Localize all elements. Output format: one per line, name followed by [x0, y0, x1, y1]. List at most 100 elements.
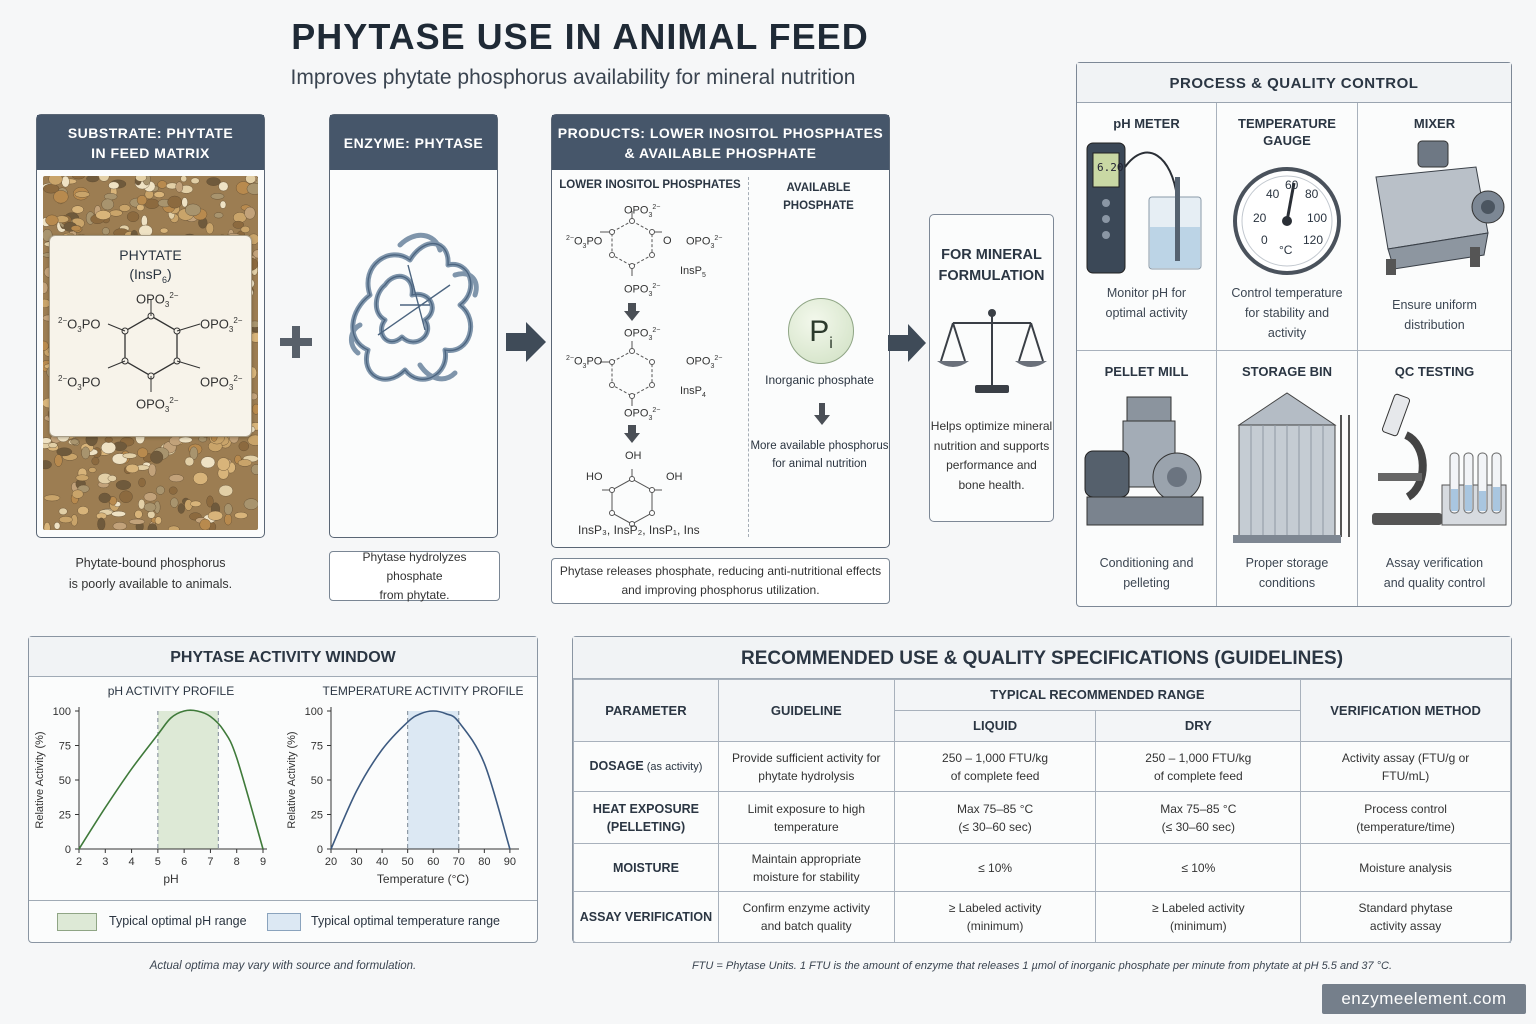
x-tick-label: 70	[453, 856, 465, 868]
feed-grain	[206, 177, 221, 186]
insp5-group-left: 2−O3PO	[566, 235, 603, 250]
feed-grain	[81, 446, 90, 460]
process-quality-panel: PROCESS & QUALITY CONTROL pH METER 6.20 …	[1076, 62, 1512, 607]
mixer-icon	[1375, 140, 1505, 275]
feed-grain	[243, 498, 258, 510]
temperature-activity-chart: TEMPERATURE ACTIVITY PROFILE025507510020…	[286, 684, 524, 886]
feed-grain	[128, 518, 145, 525]
ins-oh-right: OH	[666, 471, 683, 483]
feed-grain	[156, 485, 165, 495]
storage-bin-icon	[1233, 392, 1350, 543]
feed-grain	[167, 195, 182, 209]
gauge-label-100: 100	[1307, 211, 1328, 225]
phytate-molecule-card: PHYTATE (InsP6) OPO32− OPO32− OPO32− OPO…	[49, 235, 252, 437]
gauge-label-60: 60	[1285, 178, 1299, 192]
qc-cell-mixer: MIXER Ensure uniform distribution	[1358, 103, 1511, 351]
feed-grain	[240, 225, 251, 233]
microscope-icon	[1372, 393, 1507, 526]
feed-grain	[190, 177, 200, 185]
feed-grain	[101, 227, 110, 236]
y-axis-label: Relative Activity (%)	[286, 731, 298, 828]
substrate-heading: SUBSTRATE: PHYTATE IN FEED MATRIX	[37, 115, 264, 170]
products-panel: PRODUCTS: LOWER INOSITOL PHOSPHATES & AV…	[551, 114, 890, 548]
x-tick-label: 40	[376, 856, 388, 868]
y-tick-label: 75	[59, 741, 71, 753]
feed-grain	[232, 220, 244, 229]
feed-grain	[224, 513, 233, 526]
insp4-group-left: 2−O3PO	[566, 355, 603, 370]
phytate-structure	[107, 300, 201, 392]
mineral-panel: FOR MINERAL FORMULATION Helps optimize m…	[929, 214, 1054, 522]
feed-grain	[177, 503, 185, 514]
feed-grain	[101, 441, 117, 454]
insp4-group-top: OPO32−	[624, 327, 661, 342]
x-tick-label: 20	[325, 856, 337, 868]
x-tick-label: 8	[234, 856, 240, 868]
qc-cell-qc-testing: QC TESTING Assay verification and qualit…	[1358, 351, 1511, 606]
feed-grain	[119, 490, 133, 503]
chart-title: TEMPERATURE ACTIVITY PROFILE	[323, 684, 524, 698]
ph-reading: 6.20	[1097, 161, 1124, 174]
x-tick-label: 30	[350, 856, 362, 868]
feed-grain	[112, 522, 127, 530]
feed-grain	[98, 492, 111, 504]
feed-grain	[148, 463, 157, 477]
balance-scale-icon	[937, 309, 1047, 393]
feed-grain	[189, 446, 199, 460]
products-divider	[748, 177, 749, 537]
feed-grain	[61, 176, 70, 188]
feed-grain	[58, 507, 68, 516]
inorganic-phosphate-icon: Pi	[788, 298, 854, 364]
feed-grain	[245, 176, 256, 184]
feed-grain	[126, 211, 140, 223]
feed-grain	[168, 525, 180, 530]
feed-grain	[159, 227, 169, 234]
inorganic-phosphate-label: Inorganic phosphate	[765, 373, 874, 387]
feed-grain	[95, 210, 112, 220]
feed-grain	[111, 510, 126, 517]
feed-grain	[98, 176, 110, 182]
feed-grain	[237, 459, 253, 467]
feed-grain	[43, 494, 61, 502]
feed-grain	[71, 489, 84, 499]
activity-note: Actual optima may vary with source and f…	[149, 960, 417, 972]
ins-oh-top: OH	[625, 450, 642, 462]
arrow-right-icon	[506, 322, 546, 362]
x-tick-label: 9	[260, 856, 266, 868]
feed-grain	[109, 209, 123, 217]
x-tick-label: 80	[478, 856, 490, 868]
gauge-label-0: 0	[1261, 233, 1268, 247]
available-phosphate-heading: AVAILABLE PHOSPHATE	[783, 182, 854, 212]
feed-grain	[143, 492, 157, 502]
legend-swatch-temp	[267, 913, 301, 931]
arrow-down-icon	[814, 403, 830, 425]
ph-meter-icon	[1086, 142, 1202, 274]
feed-grain	[219, 200, 227, 209]
activity-curve	[330, 710, 511, 850]
gauge-label-80: 80	[1305, 187, 1319, 201]
activity-legend: Typical optimal pH range Typical optimal…	[29, 900, 537, 942]
feed-grain	[53, 522, 61, 530]
gauge-label-40: 40	[1266, 187, 1280, 201]
optimal-range-band	[157, 711, 219, 849]
feed-grain	[118, 204, 131, 212]
spec-header-verification: VERIFICATION METHOD	[1300, 679, 1511, 742]
y-tick-label: 75	[311, 741, 323, 753]
spec-panel: RECOMMENDED USE & QUALITY SPECIFICATIONS…	[572, 636, 1512, 943]
feed-grain	[153, 191, 165, 198]
feed-grain	[45, 214, 59, 226]
table-row: DOSAGE (as activity) Provide sufficient …	[573, 741, 1511, 792]
activity-window-title: PHYTASE ACTIVITY WINDOW	[29, 637, 537, 677]
feed-grain	[218, 181, 229, 192]
feed-grain	[71, 205, 84, 214]
insp5-label: InsP5	[680, 265, 706, 280]
spec-table: PARAMETER GUIDELINE TYPICAL RECOMMENDED …	[573, 679, 1511, 943]
substrate-caption: Phytate-bound phosphorus is poorly avail…	[68, 556, 233, 591]
substrate-panel: SUBSTRATE: PHYTATE IN FEED MATRIX PHYTAT…	[36, 114, 265, 538]
feed-grain	[97, 517, 106, 530]
y-tick-label: 25	[311, 810, 323, 822]
feed-grain	[122, 452, 137, 459]
feed-grain	[43, 460, 52, 470]
phytate-group-left-top: 2−O3PO	[58, 316, 101, 334]
